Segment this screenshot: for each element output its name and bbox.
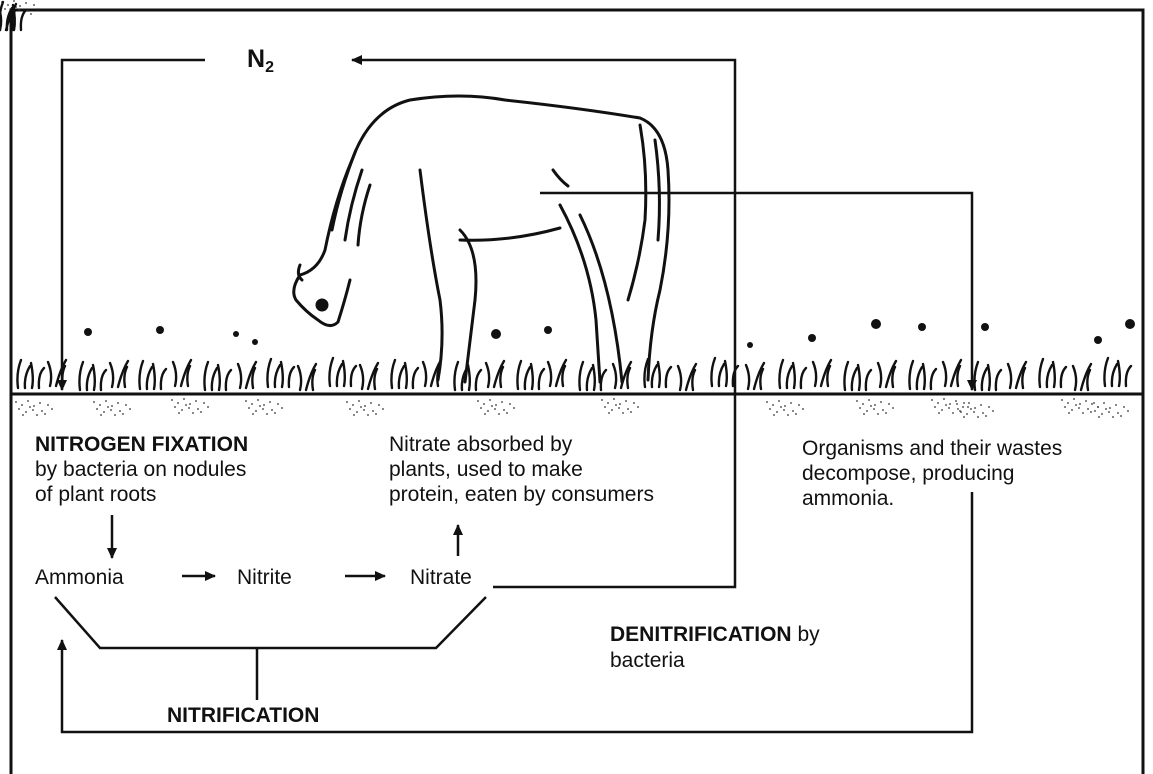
nitrate-label: Nitrate — [410, 565, 472, 590]
ammonia-label: Ammonia — [35, 565, 124, 590]
denitrification-line2: bacteria — [610, 648, 685, 673]
denitrification-tail: by — [792, 623, 820, 646]
n2-symbol: N — [247, 45, 265, 73]
horse-illustration — [294, 96, 669, 382]
denitrification-label: DENITRIFICATION by — [610, 622, 820, 647]
nitrite-label: Nitrite — [237, 565, 292, 590]
flowers — [84, 319, 1135, 348]
n2-subscript: 2 — [265, 59, 274, 76]
nitrification-label: NITRIFICATION — [167, 703, 319, 728]
nitrogen-fixation-description: by bacteria on nodules of plant roots — [35, 457, 246, 507]
nitrate-absorbed-text: Nitrate absorbed by plants, used to make… — [389, 432, 654, 507]
nitrogen-fixation-title: NITROGEN FIXATION — [35, 432, 248, 457]
n2-label: N2 — [247, 44, 274, 83]
soil-speckles — [1, 0, 1129, 418]
cycle-arrows — [55, 60, 972, 732]
decomposition-text: Organisms and their wastes decompose, pr… — [802, 436, 1062, 511]
denitrification-title: DENITRIFICATION — [610, 623, 792, 646]
